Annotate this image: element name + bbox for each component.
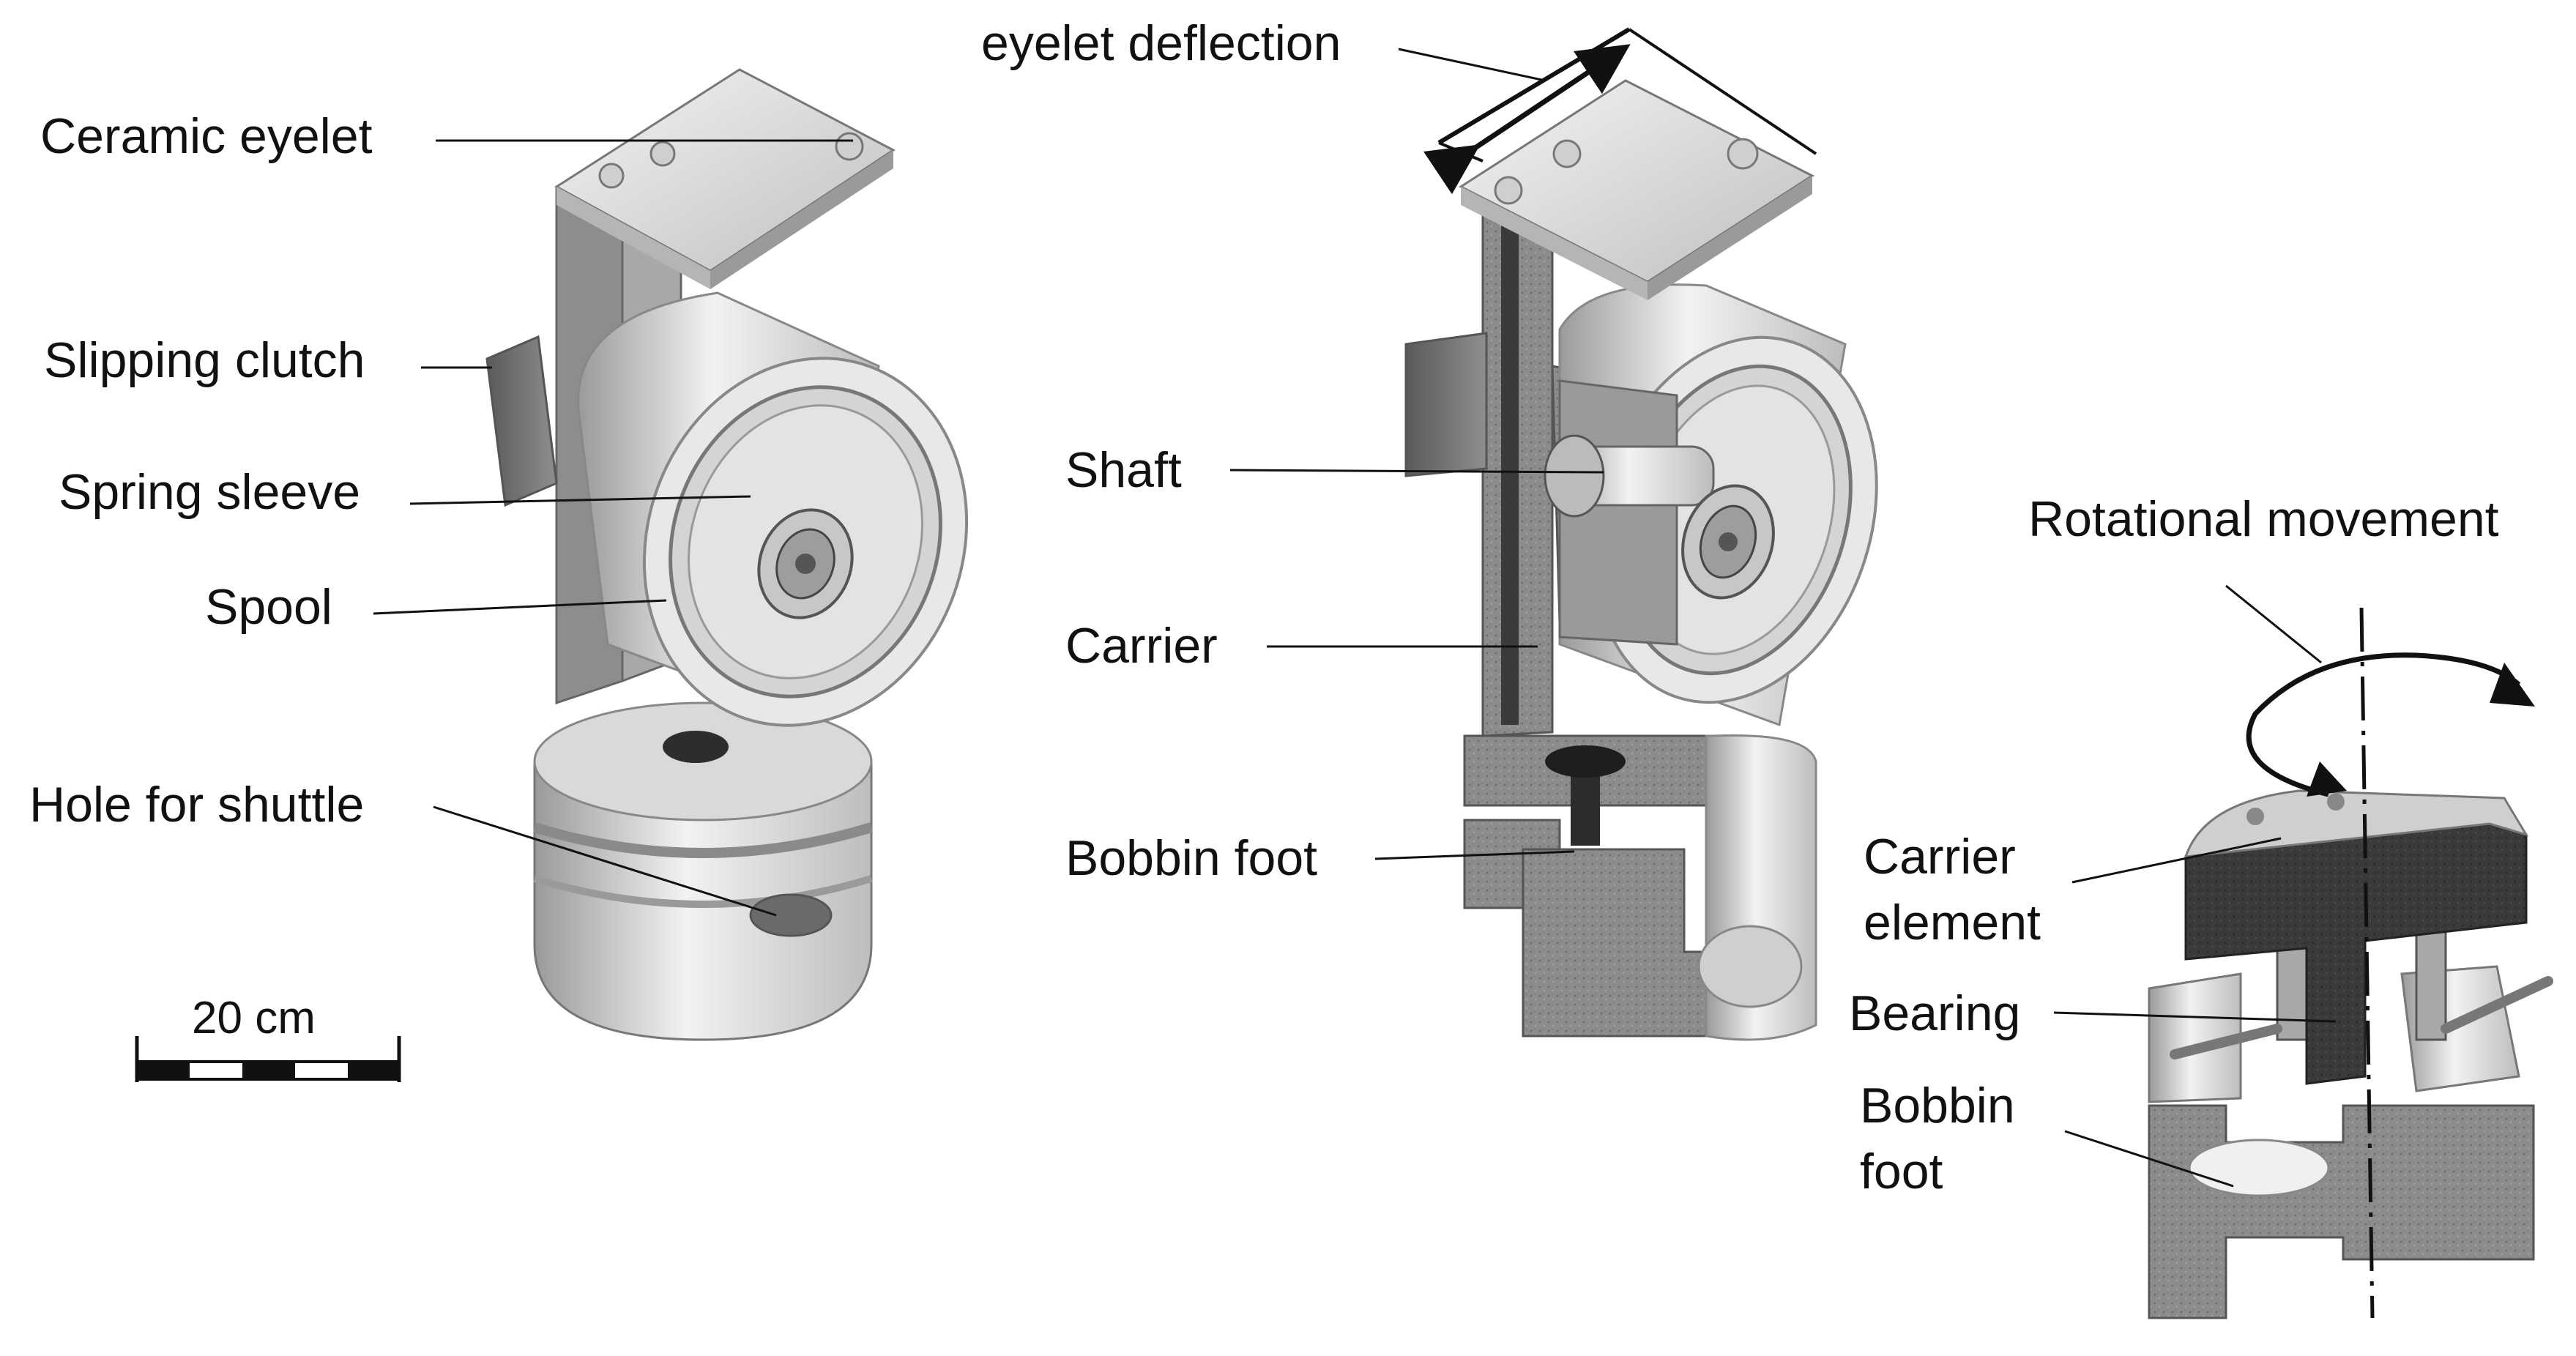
label-eyelet-deflection: eyelet deflection xyxy=(981,15,1341,71)
label-bobbin-foot-right-line1: Bobbin xyxy=(1860,1078,2015,1133)
middle-leader-lines xyxy=(1229,48,1604,860)
label-rotational-movement: Rotational movement xyxy=(2028,491,2499,547)
label-bearing: Bearing xyxy=(1849,986,2021,1041)
label-spring-sleeve: Spring sleeve xyxy=(59,464,361,520)
label-spool: Spool xyxy=(205,579,332,635)
scale-bar-label: 20 cm xyxy=(192,993,316,1043)
label-carrier-element-line2: element xyxy=(1864,895,2041,950)
left-assembly-drawing xyxy=(485,68,969,1041)
right-leader-lines xyxy=(2053,584,2337,1188)
label-bobbin-foot-middle: Bobbin foot xyxy=(1065,830,1318,886)
scale-bar xyxy=(135,1036,401,1082)
label-carrier-element-line1: Carrier xyxy=(1864,829,2016,884)
label-bobbin-foot-right: Bobbin foot xyxy=(1860,1073,2015,1204)
label-carrier-middle: Carrier xyxy=(1065,618,1218,674)
label-carrier-element: Carrier element xyxy=(1864,824,2041,955)
label-ceramic-eyelet: Ceramic eyelet xyxy=(40,108,373,164)
eyelet-deflection-dimension xyxy=(1423,27,1817,195)
label-bobbin-foot-right-line2: foot xyxy=(1860,1144,1943,1199)
middle-section-drawing xyxy=(1404,79,1878,1041)
left-leader-lines xyxy=(373,139,853,917)
right-section-drawing xyxy=(2148,607,2553,1319)
label-slipping-clutch: Slipping clutch xyxy=(44,332,365,388)
label-hole-for-shuttle: Hole for shuttle xyxy=(29,777,365,832)
label-shaft: Shaft xyxy=(1065,442,1182,498)
